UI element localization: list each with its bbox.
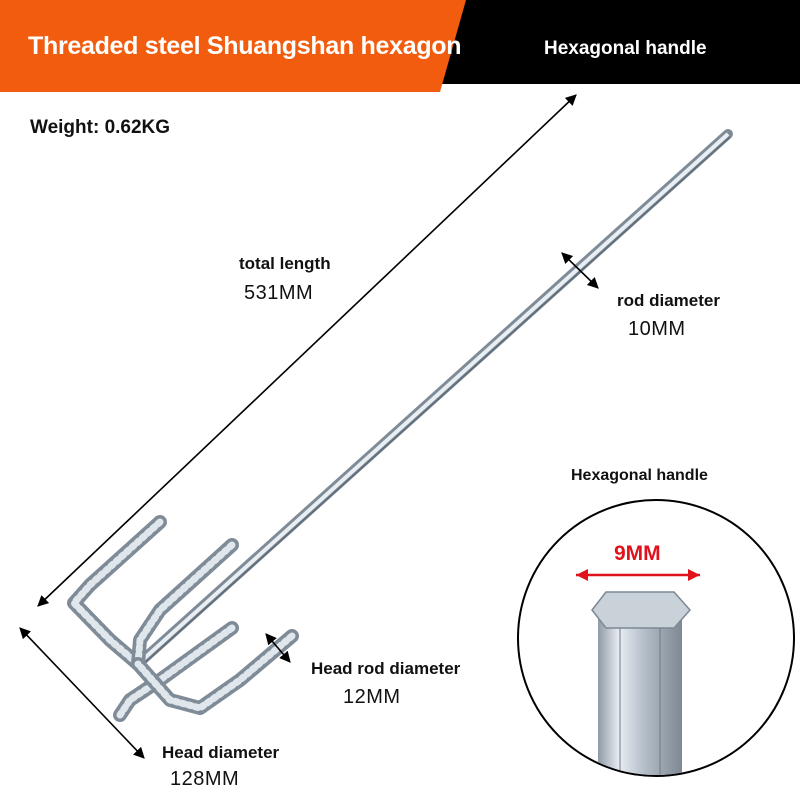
head-diameter-arrow [19, 627, 145, 759]
banner-background [0, 0, 800, 92]
banner-orange-panel [0, 0, 466, 92]
head-rod-diameter-label: Head rod diameter [311, 659, 461, 678]
head-diameter-label: Head diameter [162, 743, 280, 762]
banner-right-label: Hexagonal handle [544, 38, 707, 59]
header-banner: Threaded steel Shuangshan hexagon Hexago… [0, 0, 800, 92]
main-rod [133, 129, 733, 669]
head-rod-diameter-value: 12MM [343, 686, 401, 708]
inset-size-value: 9MM [614, 542, 661, 565]
total-length-arrow [37, 94, 577, 607]
inset-caption: Hexagonal handle [571, 467, 708, 484]
total-length-value: 531MM [244, 282, 314, 304]
head-diameter-value: 128MM [170, 768, 240, 790]
banner-black-panel [440, 0, 800, 84]
rod-diameter-value: 10MM [628, 318, 686, 340]
product-title: Threaded steel Shuangshan hexagon [28, 32, 462, 60]
rod-diameter-arrow [561, 252, 599, 289]
rod-diameter-label: rod diameter [617, 291, 720, 310]
total-length-label: total length [239, 254, 331, 273]
hex-handle-inset [517, 499, 795, 777]
weight-label: Weight: 0.62KG [30, 117, 171, 138]
head-rod-diameter-arrow [265, 633, 291, 663]
